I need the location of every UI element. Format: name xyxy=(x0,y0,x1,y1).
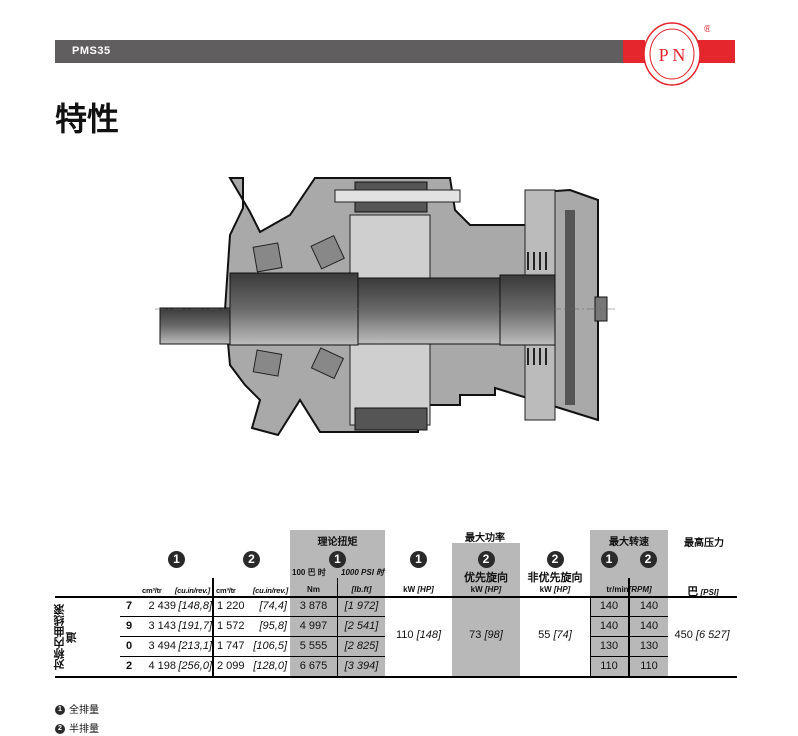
disp-full-imp: [213,1] xyxy=(178,640,212,652)
disp-full: 4 198 xyxy=(148,660,176,672)
pressure-heading: 最高压力 xyxy=(684,538,724,549)
circle-1-marker: 1 xyxy=(410,551,427,568)
disp-half: 1 572 xyxy=(217,620,245,632)
circle-1-marker: 1 xyxy=(600,551,618,568)
speed-full: 140 xyxy=(599,600,619,612)
svg-text:®: ® xyxy=(704,24,710,35)
brand-stripe-left xyxy=(623,40,645,63)
brand-stripe-right xyxy=(695,40,735,63)
disp-full-imp: [256,0] xyxy=(178,660,212,672)
disp-full-imp: [148,8] xyxy=(178,600,212,612)
model-name: PMS35 xyxy=(72,45,111,57)
power-heading: 最大功率 xyxy=(465,533,505,544)
disp-half: 1 747 xyxy=(217,640,245,652)
speed-full: 140 xyxy=(599,620,619,632)
circle-1-marker: 1 xyxy=(329,551,346,568)
circle-2-marker: 2 xyxy=(546,551,564,568)
disp-half-imp: [128,0] xyxy=(253,660,287,672)
at-1000-psi-label: 1000 PSI 时 xyxy=(341,568,385,577)
motor-cross-section-drawing xyxy=(155,177,615,437)
unit-disp-1-metric: cm³/tr xyxy=(142,586,162,595)
page-title: 特性 xyxy=(55,101,120,137)
speed-half: 110 xyxy=(640,660,658,672)
disp-half: 2 099 xyxy=(217,660,245,672)
at-100-bar-label: 100 巴 时 xyxy=(292,568,326,577)
unit-disp-2-metric: cm³/tr xyxy=(216,586,236,595)
row-code: 2 xyxy=(125,660,133,672)
non-preferred-direction-label: 非优先旋向 xyxy=(527,572,583,584)
side-label: 对称内曲线滚道 xyxy=(54,604,78,671)
row-code: 9 xyxy=(125,620,133,632)
torque-lbft: [2 825] xyxy=(344,640,379,652)
torque-nm: 3 878 xyxy=(299,600,328,612)
unit-rpm: tr/min[RPM] xyxy=(606,585,652,594)
unit-disp-2-imperial: [cu.in/rev.] xyxy=(252,586,288,595)
speed-half: 140 xyxy=(639,620,659,632)
max-pressure: 450 [6 527] xyxy=(674,629,730,641)
disp-half: 1 220 xyxy=(217,600,245,612)
unit-kw-2: kW [HP] xyxy=(470,585,502,594)
circle-1-marker: 1 xyxy=(168,551,185,568)
disp-half-imp: [74,4] xyxy=(259,600,287,612)
disp-full: 3 494 xyxy=(148,640,176,652)
pn-logo: P N ® xyxy=(643,22,710,86)
disp-half-imp: [106,5] xyxy=(253,640,287,652)
torque-nm: 6 675 xyxy=(299,660,328,672)
power-half-nonpreferred: 55 [74] xyxy=(538,629,572,641)
row-code: 0 xyxy=(125,640,133,652)
row-code: 7 xyxy=(125,600,133,612)
power-half-preferred: 73 [98] xyxy=(469,629,503,641)
torque-nm: 4 997 xyxy=(299,620,328,632)
preferred-direction-label: 优先旋向 xyxy=(464,572,508,584)
disp-full: 2 439 xyxy=(148,600,176,612)
speed-full: 130 xyxy=(599,640,619,652)
disp-half-imp: [95,8] xyxy=(259,620,287,632)
unit-lbft: [lb.ft] xyxy=(351,585,372,594)
circle-2-marker: 2 xyxy=(243,551,260,568)
speed-heading: 最大转速 xyxy=(609,537,649,548)
unit-disp-1-imperial: [cu.in/rev.] xyxy=(174,586,210,595)
svg-text:P N: P N xyxy=(659,45,686,65)
torque-lbft: [3 394] xyxy=(344,660,379,672)
disp-full: 3 143 xyxy=(148,620,176,632)
unit-nm: Nm xyxy=(307,585,320,594)
unit-pressure: 巴 [PSI] xyxy=(687,586,719,598)
unit-kw-1: kW [HP] xyxy=(403,585,434,594)
bottom-rule xyxy=(55,676,737,678)
disp-full-imp: [191,7] xyxy=(178,620,212,632)
circle-2-marker: 2 xyxy=(639,551,657,568)
speed-half: 140 xyxy=(639,600,659,612)
header-bar: PMS35 xyxy=(55,40,625,63)
torque-lbft: [2 541] xyxy=(344,620,379,632)
speed-half: 130 xyxy=(639,640,659,652)
torque-nm: 5 555 xyxy=(299,640,328,652)
torque-lbft: [1 972] xyxy=(344,600,379,612)
header-rule xyxy=(55,596,737,598)
unit-kw-3: kW [HP] xyxy=(539,585,571,594)
power-full: 110 [148] xyxy=(395,629,442,641)
torque-heading: 理论扭矩 xyxy=(317,537,358,548)
speed-full: 110 xyxy=(600,660,618,672)
circle-2-marker: 2 xyxy=(477,551,495,568)
